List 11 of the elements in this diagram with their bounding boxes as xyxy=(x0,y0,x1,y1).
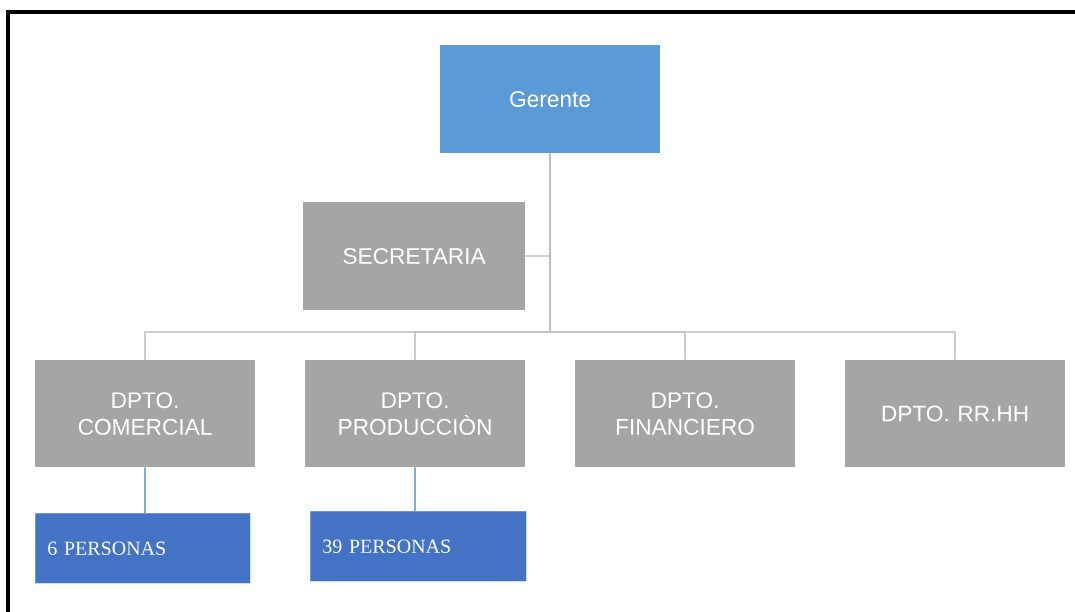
department-box: DPTO. PRODUCCIÒN xyxy=(305,360,525,467)
department-box: DPTO. RR.HH xyxy=(845,360,1065,467)
staff-box: 39 PERSONAS xyxy=(310,511,527,582)
connector-line xyxy=(414,466,416,512)
department-box: DPTO. FINANCIERO xyxy=(575,360,795,467)
connector-line xyxy=(549,152,956,361)
secretary-box: SECRETARIA xyxy=(303,202,525,310)
connector-line xyxy=(144,466,146,514)
manager-box: Gerente xyxy=(440,45,660,153)
department-box: DPTO. COMERCIAL xyxy=(35,360,255,467)
staff-box: 6 PERSONAS xyxy=(35,513,251,584)
